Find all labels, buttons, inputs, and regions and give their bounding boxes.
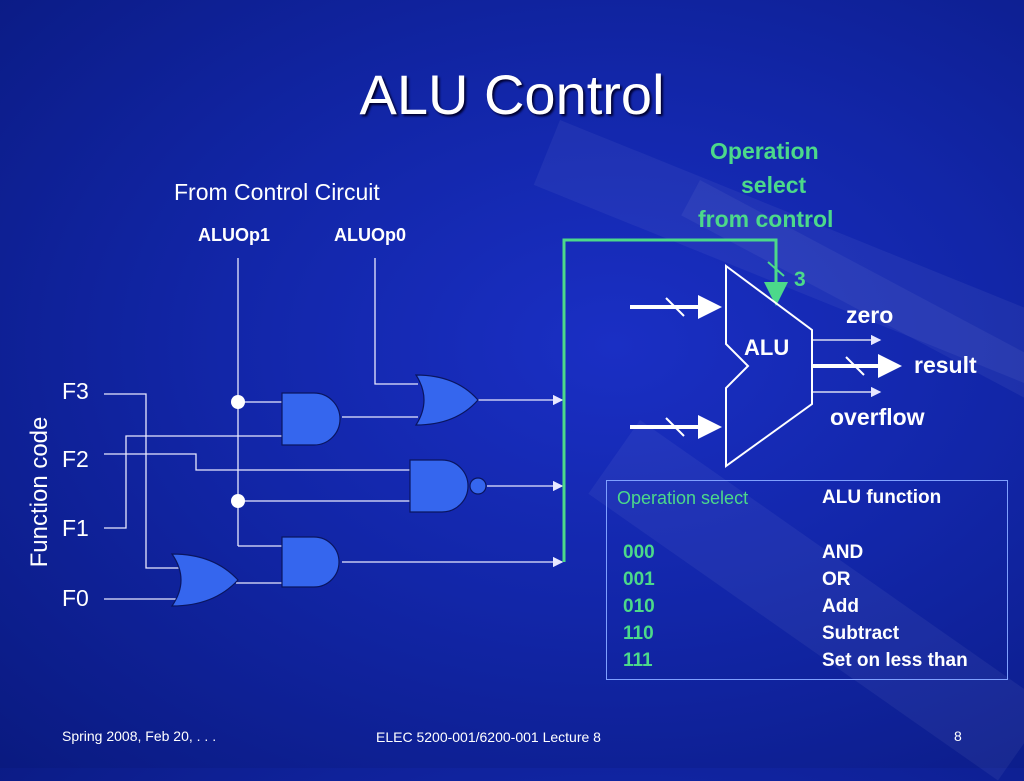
table-row-code: 010 bbox=[623, 596, 655, 617]
wire-aluop0 bbox=[374, 258, 418, 385]
input-f3-label: F3 bbox=[62, 378, 89, 404]
nand-gate bbox=[409, 459, 469, 513]
table-row-code: 001 bbox=[623, 569, 655, 590]
table-row-function: OR bbox=[822, 569, 851, 590]
table-row-function: Set on less than bbox=[822, 650, 968, 671]
wire-f3 bbox=[104, 393, 186, 569]
table-row-function: AND bbox=[822, 542, 864, 563]
junction-dot bbox=[231, 395, 245, 409]
aluop0-label: ALUOp0 bbox=[334, 225, 406, 245]
footer-page-number: 8 bbox=[954, 728, 962, 744]
table-row-code: 000 bbox=[623, 542, 655, 563]
op-select-line-1: Operation bbox=[710, 138, 819, 164]
slide-title: ALU Control bbox=[359, 63, 665, 126]
wire-f1 bbox=[104, 435, 282, 529]
operation-select-bus bbox=[562, 238, 788, 562]
input-f1-label: F1 bbox=[62, 515, 89, 541]
result-slash bbox=[845, 356, 865, 376]
bus-width-label: 3 bbox=[794, 268, 806, 291]
input-a-slash bbox=[665, 297, 685, 317]
op-select-line-2: select bbox=[741, 172, 807, 198]
bus-slash bbox=[767, 261, 785, 277]
or-gate-0 bbox=[170, 553, 239, 607]
or-gate-1 bbox=[414, 374, 479, 426]
table-row-code: 110 bbox=[623, 623, 654, 644]
footer-date: Spring 2008, Feb 20, . . . bbox=[62, 728, 217, 744]
input-b-slash bbox=[665, 417, 685, 437]
and-gate-3 bbox=[281, 536, 340, 588]
table-row-function: Add bbox=[822, 596, 859, 617]
output-overflow-label: overflow bbox=[830, 404, 925, 430]
operation-table: Operation select ALU function 000 AND 00… bbox=[606, 480, 1008, 680]
from-control-label: From Control Circuit bbox=[174, 179, 380, 205]
wire-f2 bbox=[104, 453, 412, 471]
alu-label: ALU bbox=[744, 335, 790, 360]
and-gate-1 bbox=[281, 392, 341, 446]
output-zero-label: zero bbox=[846, 302, 894, 328]
aluop1-label: ALUOp1 bbox=[198, 225, 270, 245]
table-row-function: Subtract bbox=[822, 623, 900, 644]
output-result-label: result bbox=[914, 352, 977, 378]
function-code-label: Function code bbox=[26, 416, 53, 568]
junction-dot bbox=[231, 494, 245, 508]
table-header-op-select: Operation select bbox=[617, 488, 749, 508]
table-header-alu-function: ALU function bbox=[822, 487, 942, 508]
nand-bubble bbox=[469, 477, 487, 495]
table-row-code: 111 bbox=[623, 650, 653, 671]
input-f0-label: F0 bbox=[62, 585, 89, 611]
footer-course: ELEC 5200-001/6200-001 Lecture 8 bbox=[376, 729, 601, 745]
input-f2-label: F2 bbox=[62, 446, 89, 472]
op-select-line-3: from control bbox=[698, 206, 834, 232]
alu-body bbox=[725, 264, 813, 468]
